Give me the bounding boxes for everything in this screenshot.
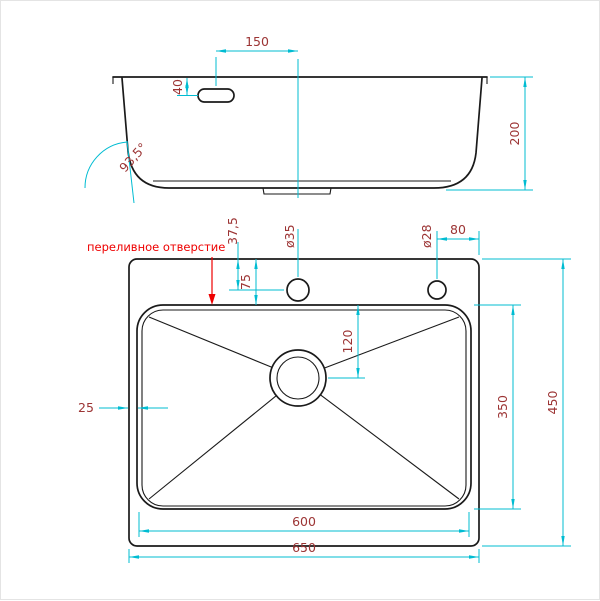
dim-label-350: 350 (495, 395, 510, 419)
overflow-arrowhead (208, 294, 216, 305)
dim-overflow-offset-150: 150 (215, 34, 298, 86)
overflow-label: переливное отверстие (87, 240, 225, 254)
bowl-inner-outline (141, 309, 467, 507)
wall-extension-line (126, 140, 135, 204)
dim-label-600: 600 (292, 514, 316, 529)
angle-arc (84, 141, 128, 189)
dim-label-dia-35: ø35 (282, 224, 297, 248)
label-second-hole-diameter: ø28 (419, 224, 434, 248)
dim-bowl-depth-350: 350 (474, 304, 521, 510)
dim-hole-from-edge-37-5: 37,5 (225, 217, 284, 291)
bowl-outer-outline (136, 304, 472, 510)
dim-label-75: 75 (238, 274, 253, 290)
bowl-corner-line-tl (148, 316, 273, 368)
dim-bowl-width-600: 600 (138, 512, 470, 537)
dim-drain-from-top-120: 120 (328, 305, 365, 379)
label-faucet-hole-diameter: ø35 (282, 224, 299, 277)
angle-annotation-93-5: 93,5° (84, 140, 150, 204)
dim-second-hole-80: 80 (436, 222, 480, 279)
drain-inner-circle (276, 356, 320, 400)
drain-fitting-profile (262, 187, 332, 195)
dim-rim-width-25: 25 (78, 400, 168, 415)
side-view: 150 40 200 93,5° (84, 34, 533, 204)
dim-label-150: 150 (245, 34, 269, 49)
bowl-corner-line-br (320, 394, 460, 500)
faucet-hole-35 (286, 278, 310, 302)
faucet-hole-28 (427, 280, 447, 300)
overflow-slot (197, 88, 235, 103)
dim-label-25: 25 (78, 400, 94, 415)
bowl-corner-line-bl (148, 395, 277, 500)
dim-label-80: 80 (450, 222, 466, 237)
dim-label-37-5: 37,5 (225, 217, 240, 245)
drain-outer-circle (269, 349, 327, 407)
overflow-annotation: переливное отверстие (87, 240, 225, 305)
bowl-corner-line-tr (324, 316, 460, 369)
dim-bowl-depth-200: 200 (446, 76, 533, 191)
dim-overall-width-650: 650 (128, 540, 480, 563)
sink-outer-rect (128, 258, 480, 547)
sink-body-outline (121, 77, 483, 189)
dim-overflow-depth-40: 40 (170, 78, 198, 96)
dim-label-40: 40 (170, 79, 185, 95)
dim-label-120: 120 (340, 330, 355, 354)
dim-label-650: 650 (292, 540, 316, 555)
plan-view: 37,5 75 ø35 80 ø28 120 25 (78, 217, 571, 563)
dim-label-200: 200 (507, 122, 522, 146)
dim-rim-to-bowl-75: 75 (238, 259, 258, 305)
dim-label-450: 450 (545, 391, 560, 415)
dim-label-dia-28: ø28 (419, 224, 434, 248)
dim-overall-depth-450: 450 (482, 258, 571, 547)
